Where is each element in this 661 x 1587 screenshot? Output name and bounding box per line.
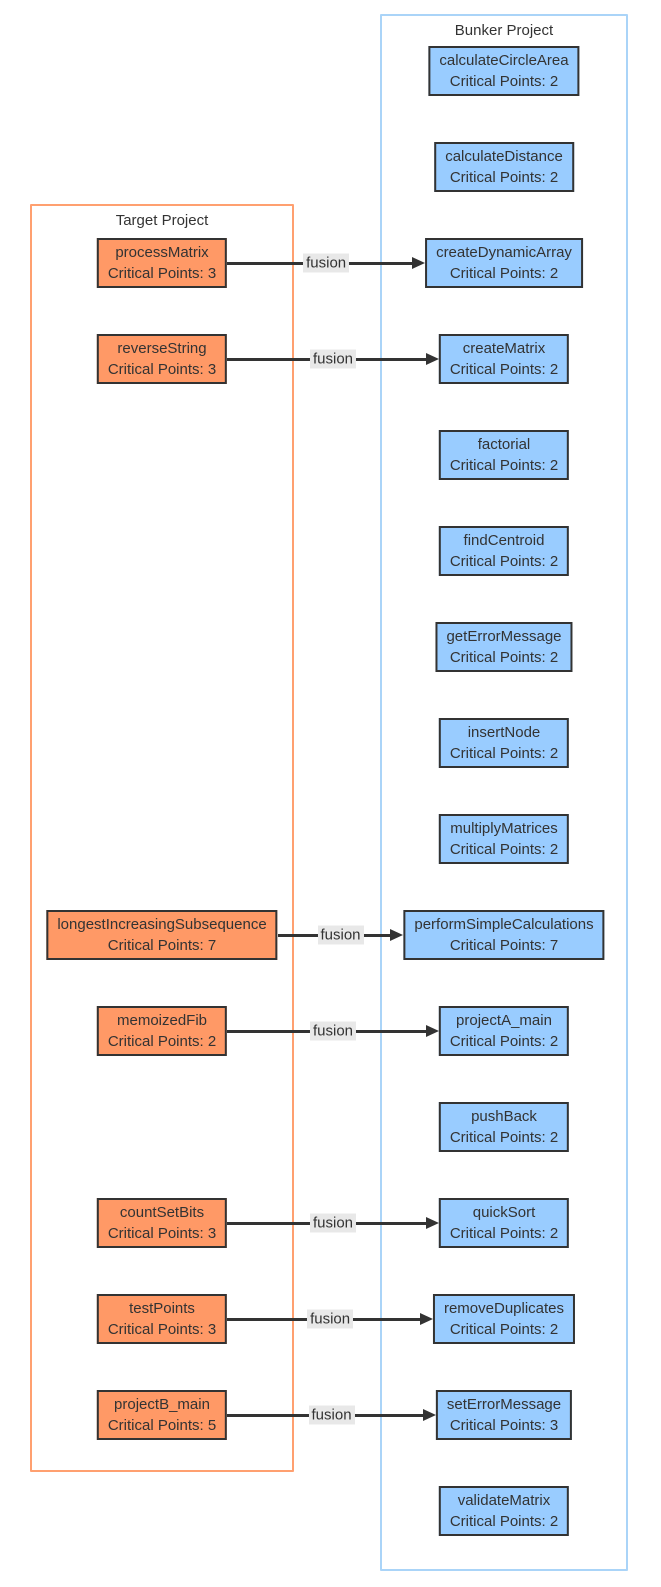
function-name: createMatrix [462, 340, 546, 357]
function-name: pushBack [471, 1108, 537, 1125]
critical-points-text: Critical Points: 2 [449, 553, 559, 570]
function-name: projectA_main [456, 1012, 552, 1029]
function-name: findCentroid [463, 532, 545, 549]
fusion-edge-label: fusion [309, 1213, 357, 1233]
arrowhead [412, 257, 426, 269]
critical-points-text: Critical Points: 2 [449, 745, 559, 762]
critical-points-text: Critical Points: 2 [449, 457, 559, 474]
fusion-edge-label: fusion [317, 925, 364, 945]
function-name: factorial [477, 436, 531, 453]
critical-points-text: Critical Points: 7 [107, 937, 217, 954]
function-name: insertNode [467, 724, 541, 741]
function-name: getErrorMessage [446, 628, 562, 645]
critical-points-text: Critical Points: 2 [449, 169, 559, 186]
target-project-container: Target Project [30, 204, 294, 1472]
fusion-edge-label: fusion [309, 349, 357, 369]
critical-points-text: Critical Points: 2 [449, 1321, 559, 1338]
function-name: setErrorMessage [446, 1396, 562, 1413]
function-name: validateMatrix [457, 1492, 551, 1509]
critical-points-text: Critical Points: 3 [107, 1225, 217, 1242]
function-name: calculateDistance [445, 148, 563, 165]
critical-points-text: Critical Points: 2 [449, 649, 559, 666]
function-name: longestIncreasingSubsequence [57, 916, 267, 933]
critical-points-text: Critical Points: 2 [449, 1129, 559, 1146]
critical-points-text: Critical Points: 2 [449, 265, 559, 282]
arrowhead [422, 1409, 436, 1421]
function-name: reverseString [117, 340, 207, 357]
function-name: memoizedFib [116, 1012, 208, 1029]
fusion-edge-label: fusion [303, 253, 350, 273]
arrowhead [425, 1025, 439, 1037]
function-name: quickSort [472, 1204, 536, 1221]
fusion-edge-label: fusion [309, 1021, 357, 1041]
critical-points-text: Critical Points: 3 [107, 1321, 217, 1338]
critical-points-text: Critical Points: 5 [107, 1417, 217, 1434]
function-name: testPoints [129, 1300, 195, 1317]
arrowhead [419, 1313, 433, 1325]
fusion-edge-label: fusion [307, 1309, 354, 1329]
critical-points-text: Critical Points: 7 [449, 937, 559, 954]
function-name: projectB_main [114, 1396, 210, 1413]
critical-points-text: Critical Points: 3 [449, 1417, 559, 1434]
critical-points-text: Critical Points: 2 [449, 1513, 559, 1530]
function-name: createDynamicArray [436, 244, 572, 261]
critical-points-text: Critical Points: 3 [107, 361, 217, 378]
bunker-project-container: Bunker Project [380, 14, 628, 1571]
critical-points-text: Critical Points: 2 [449, 841, 559, 858]
function-name: calculateCircleArea [439, 52, 569, 69]
bunker-project-title: Bunker Project [454, 22, 554, 39]
critical-points-text: Critical Points: 3 [107, 265, 217, 282]
critical-points-text: Critical Points: 2 [449, 1033, 559, 1050]
arrowhead [390, 929, 404, 941]
function-name: removeDuplicates [443, 1300, 565, 1317]
function-name: performSimpleCalculations [414, 916, 594, 933]
function-name: countSetBits [119, 1204, 205, 1221]
critical-points-text: Critical Points: 2 [107, 1033, 217, 1050]
critical-points-text: Critical Points: 2 [449, 73, 559, 90]
arrowhead [425, 353, 439, 365]
target-project-title: Target Project [115, 212, 209, 229]
function-name: multiplyMatrices [450, 820, 558, 837]
fusion-edge-label: fusion [308, 1405, 355, 1425]
function-name: processMatrix [115, 244, 209, 261]
critical-points-text: Critical Points: 2 [449, 1225, 559, 1242]
arrowhead [425, 1217, 439, 1229]
critical-points-text: Critical Points: 2 [449, 361, 559, 378]
